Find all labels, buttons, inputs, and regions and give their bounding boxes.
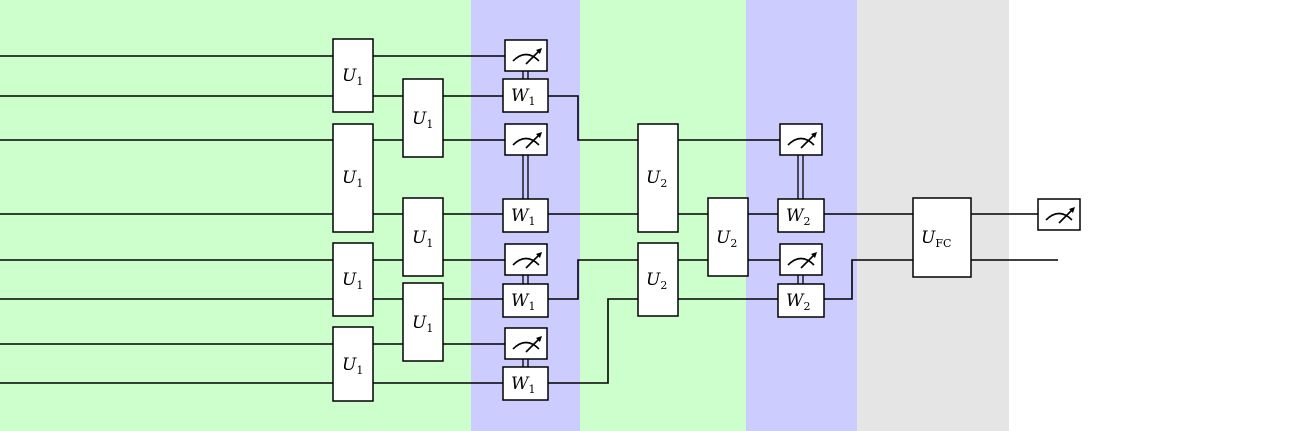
convolution-layer-1-band: [0, 0, 471, 431]
meter-icon: [1037, 198, 1081, 231]
svg-text:U1: U1: [342, 66, 363, 88]
w2-gates: W2 W2: [777, 198, 825, 318]
classical-wire-2: [522, 155, 529, 199]
classical-wire-3: [522, 275, 529, 284]
w2-gate: W2: [777, 198, 825, 233]
svg-text:U1: U1: [412, 313, 433, 335]
w1-gates: W1 W1 W1 W1: [502, 78, 549, 401]
meters: [504, 39, 1081, 360]
u2-gates: U2 U2 U2: [637, 123, 749, 317]
qubit-wire-2: [0, 95, 780, 141]
u1-gate: U1: [332, 242, 374, 317]
u1-gate: U1: [332, 38, 374, 113]
qubit-wire-6: [0, 259, 780, 300]
w2-gate: W2: [777, 283, 825, 318]
meter-icon: [779, 123, 823, 156]
u1-gate: U1: [332, 326, 374, 402]
u1-gates: U1 U1 U1 U1 U1 U1 U1: [332, 38, 444, 402]
svg-text:W1: W1: [511, 291, 535, 313]
meter-icon: [504, 327, 548, 360]
u2-gate: U2: [637, 123, 679, 233]
u1-gate: U1: [402, 197, 444, 277]
svg-text:W2: W2: [786, 206, 810, 228]
svg-text:U1: U1: [342, 270, 363, 292]
classical-wire-1: [522, 71, 529, 79]
svg-text:U2: U2: [716, 228, 737, 250]
svg-text:U1: U1: [342, 355, 363, 377]
u1-gate: U1: [402, 282, 444, 362]
u2-gate: U2: [707, 197, 749, 277]
classical-wire-6: [797, 275, 804, 284]
u1-gate: U1: [332, 123, 374, 233]
meter-icon: [779, 243, 823, 276]
classical-wires: [522, 71, 804, 367]
w1-gate: W1: [502, 366, 549, 401]
svg-text:U1: U1: [342, 168, 363, 190]
meter-icon: [504, 243, 548, 276]
svg-text:U2: U2: [646, 168, 667, 190]
w1-gate: W1: [502, 198, 549, 233]
svg-text:UFC: UFC: [921, 228, 951, 250]
classical-wire-4: [522, 359, 529, 367]
svg-text:W2: W2: [786, 291, 810, 313]
svg-text:U1: U1: [412, 228, 433, 250]
meter-icon: [504, 123, 548, 156]
u2-gate: U2: [637, 242, 679, 317]
svg-text:W1: W1: [511, 374, 535, 396]
svg-text:W1: W1: [511, 86, 535, 108]
w1-gate: W1: [502, 78, 549, 113]
svg-text:U1: U1: [412, 109, 433, 131]
classical-wire-5: [797, 155, 804, 199]
ufc-gate: UFC: [912, 197, 972, 278]
w1-gate: W1: [502, 283, 549, 318]
svg-text:U2: U2: [646, 270, 667, 292]
meter-icon: [504, 39, 548, 72]
svg-text:W1: W1: [511, 206, 535, 228]
u1-gate: U1: [402, 78, 444, 158]
